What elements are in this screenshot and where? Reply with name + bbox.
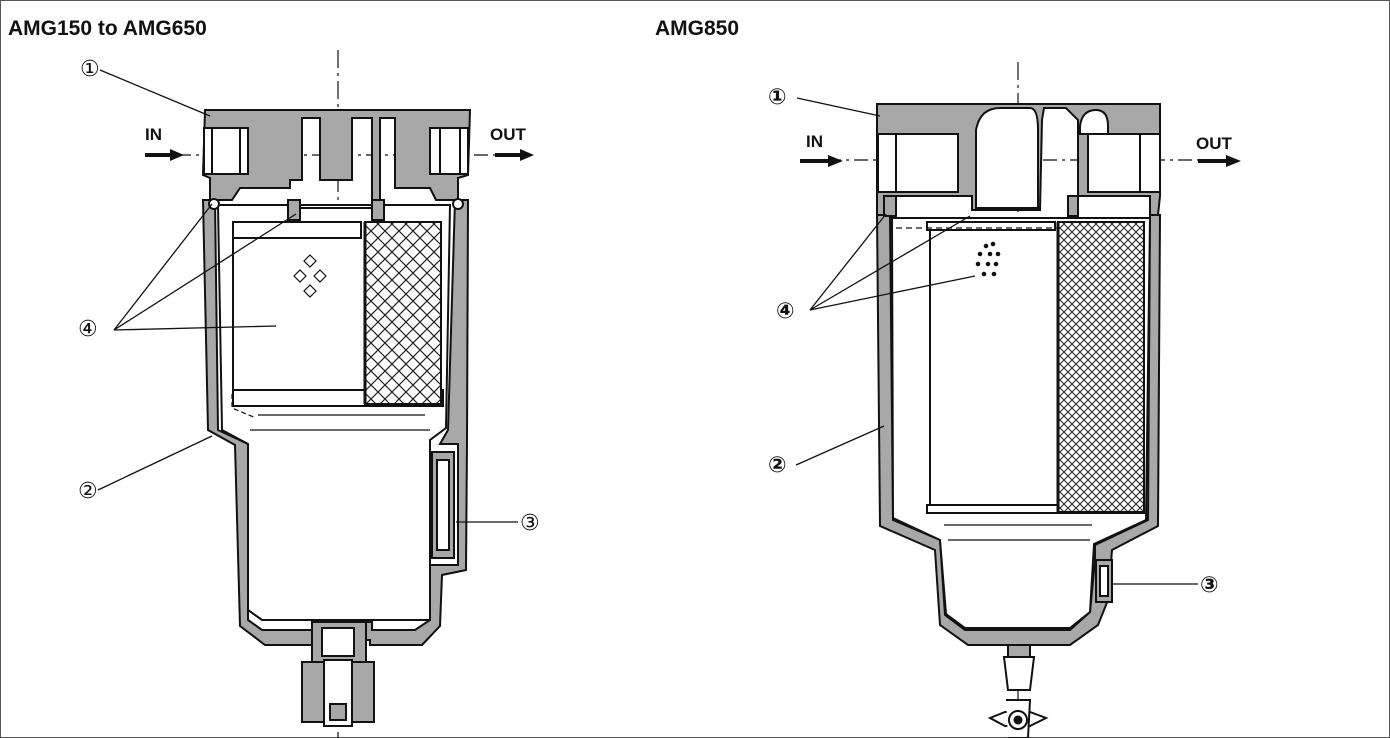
- right-element-top: [926, 221, 1056, 231]
- right-callout-leaders: [795, 97, 1198, 585]
- right-drain-valve: [987, 644, 1049, 738]
- left-filter-diagram: [150, 50, 530, 738]
- right-in-label: IN: [806, 132, 823, 151]
- right-callout-2: ②: [768, 452, 787, 477]
- right-out-port: [1087, 133, 1161, 193]
- left-callout-4: ④: [78, 316, 98, 341]
- left-panel-title: AMG150 to AMG650: [8, 17, 207, 40]
- left-drain-valve: [301, 621, 375, 727]
- left-out-port: [429, 127, 469, 175]
- left-out-arrow: [495, 149, 534, 161]
- right-droplet-symbols: [975, 241, 1001, 277]
- left-in-port: [203, 127, 249, 175]
- left-callout-1: ①: [80, 56, 100, 81]
- right-panel-title: AMG850: [655, 17, 740, 40]
- right-filter-diagram: [800, 62, 1235, 738]
- left-body-cap: [201, 109, 472, 201]
- right-callout-4: ④: [776, 298, 795, 323]
- right-callout-1: ①: [768, 84, 787, 109]
- right-filter-mesh: [1057, 221, 1145, 513]
- left-callout-3: ③: [520, 510, 540, 535]
- left-droplet-symbols: [293, 254, 327, 298]
- left-out-label: OUT: [490, 125, 527, 144]
- right-out-label: OUT: [1196, 134, 1233, 153]
- right-callout-3: ③: [1200, 572, 1219, 597]
- right-out-arrow: [1198, 155, 1241, 167]
- left-element-top: [232, 221, 362, 239]
- right-in-arrow: [800, 155, 843, 167]
- left-callout-leaders: [97, 69, 518, 523]
- left-in-arrow: [145, 149, 184, 161]
- left-callout-2: ②: [78, 478, 98, 503]
- right-in-port: [877, 133, 959, 193]
- left-filter-mesh: [364, 221, 442, 405]
- left-in-label: IN: [145, 125, 162, 144]
